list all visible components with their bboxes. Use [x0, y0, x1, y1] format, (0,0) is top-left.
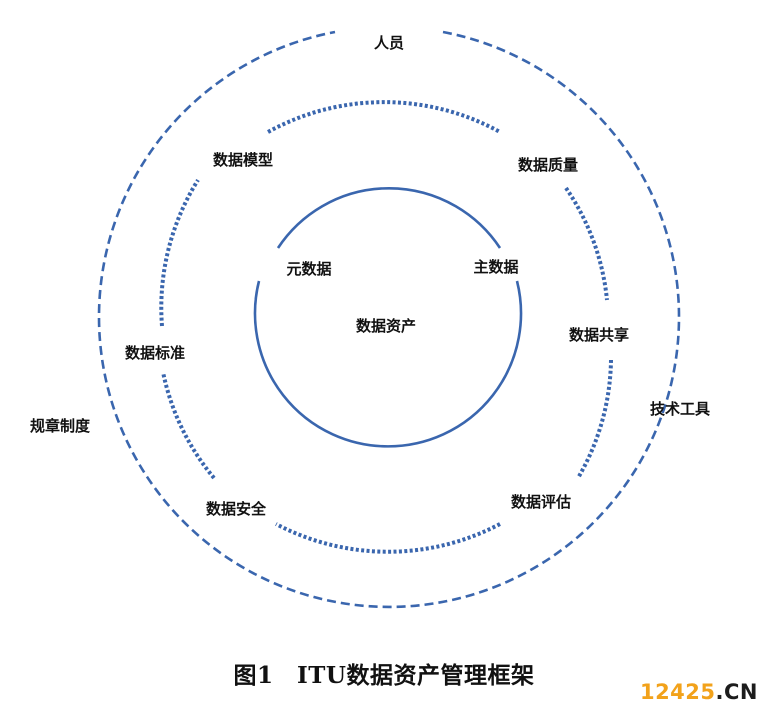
middle-ring-arc-bottom [275, 522, 501, 554]
watermark-dot: . [715, 680, 724, 704]
watermark-suffix: CN [724, 680, 758, 704]
inner-ring-center-label: 数据资产 [356, 317, 416, 335]
figure-caption: 图1 ITU数据资产管理框架 [233, 662, 535, 689]
middle-ring-label-data-sharing: 数据共享 [569, 326, 629, 344]
inner-ring-label-master-data: 主数据 [473, 258, 518, 276]
middle-ring-label-data-model: 数据模型 [213, 151, 273, 169]
middle-ring-label-data-standard: 数据标准 [125, 344, 185, 362]
middle-ring-arc-left-lower [161, 371, 216, 480]
watermark-number: 12425 [639, 680, 716, 704]
outer-ring-label-top: 人员 [374, 34, 404, 52]
outer-ring-arc-right [97, 30, 681, 609]
inner-ring-arc-lower [253, 280, 523, 448]
watermark: 12425.CN [640, 680, 758, 704]
middle-ring-label-data-evaluation: 数据评估 [511, 493, 571, 511]
inner-ring-label-metadata: 元数据 [286, 260, 331, 278]
middle-ring-arc-right-upper [564, 186, 609, 301]
middle-ring [159, 100, 613, 554]
outer-ring-label-right: 技术工具 [650, 400, 710, 418]
middle-ring-arc-top [267, 100, 501, 134]
inner-ring [253, 186, 523, 448]
inner-ring-arc-top [276, 186, 502, 249]
middle-ring-arc-left-upper [159, 178, 200, 327]
middle-ring-label-data-security: 数据安全 [206, 500, 267, 518]
outer-ring-label-left: 规章制度 [30, 417, 91, 435]
middle-ring-arc-right-lower [576, 359, 613, 480]
middle-ring-label-data-quality: 数据质量 [518, 156, 578, 174]
